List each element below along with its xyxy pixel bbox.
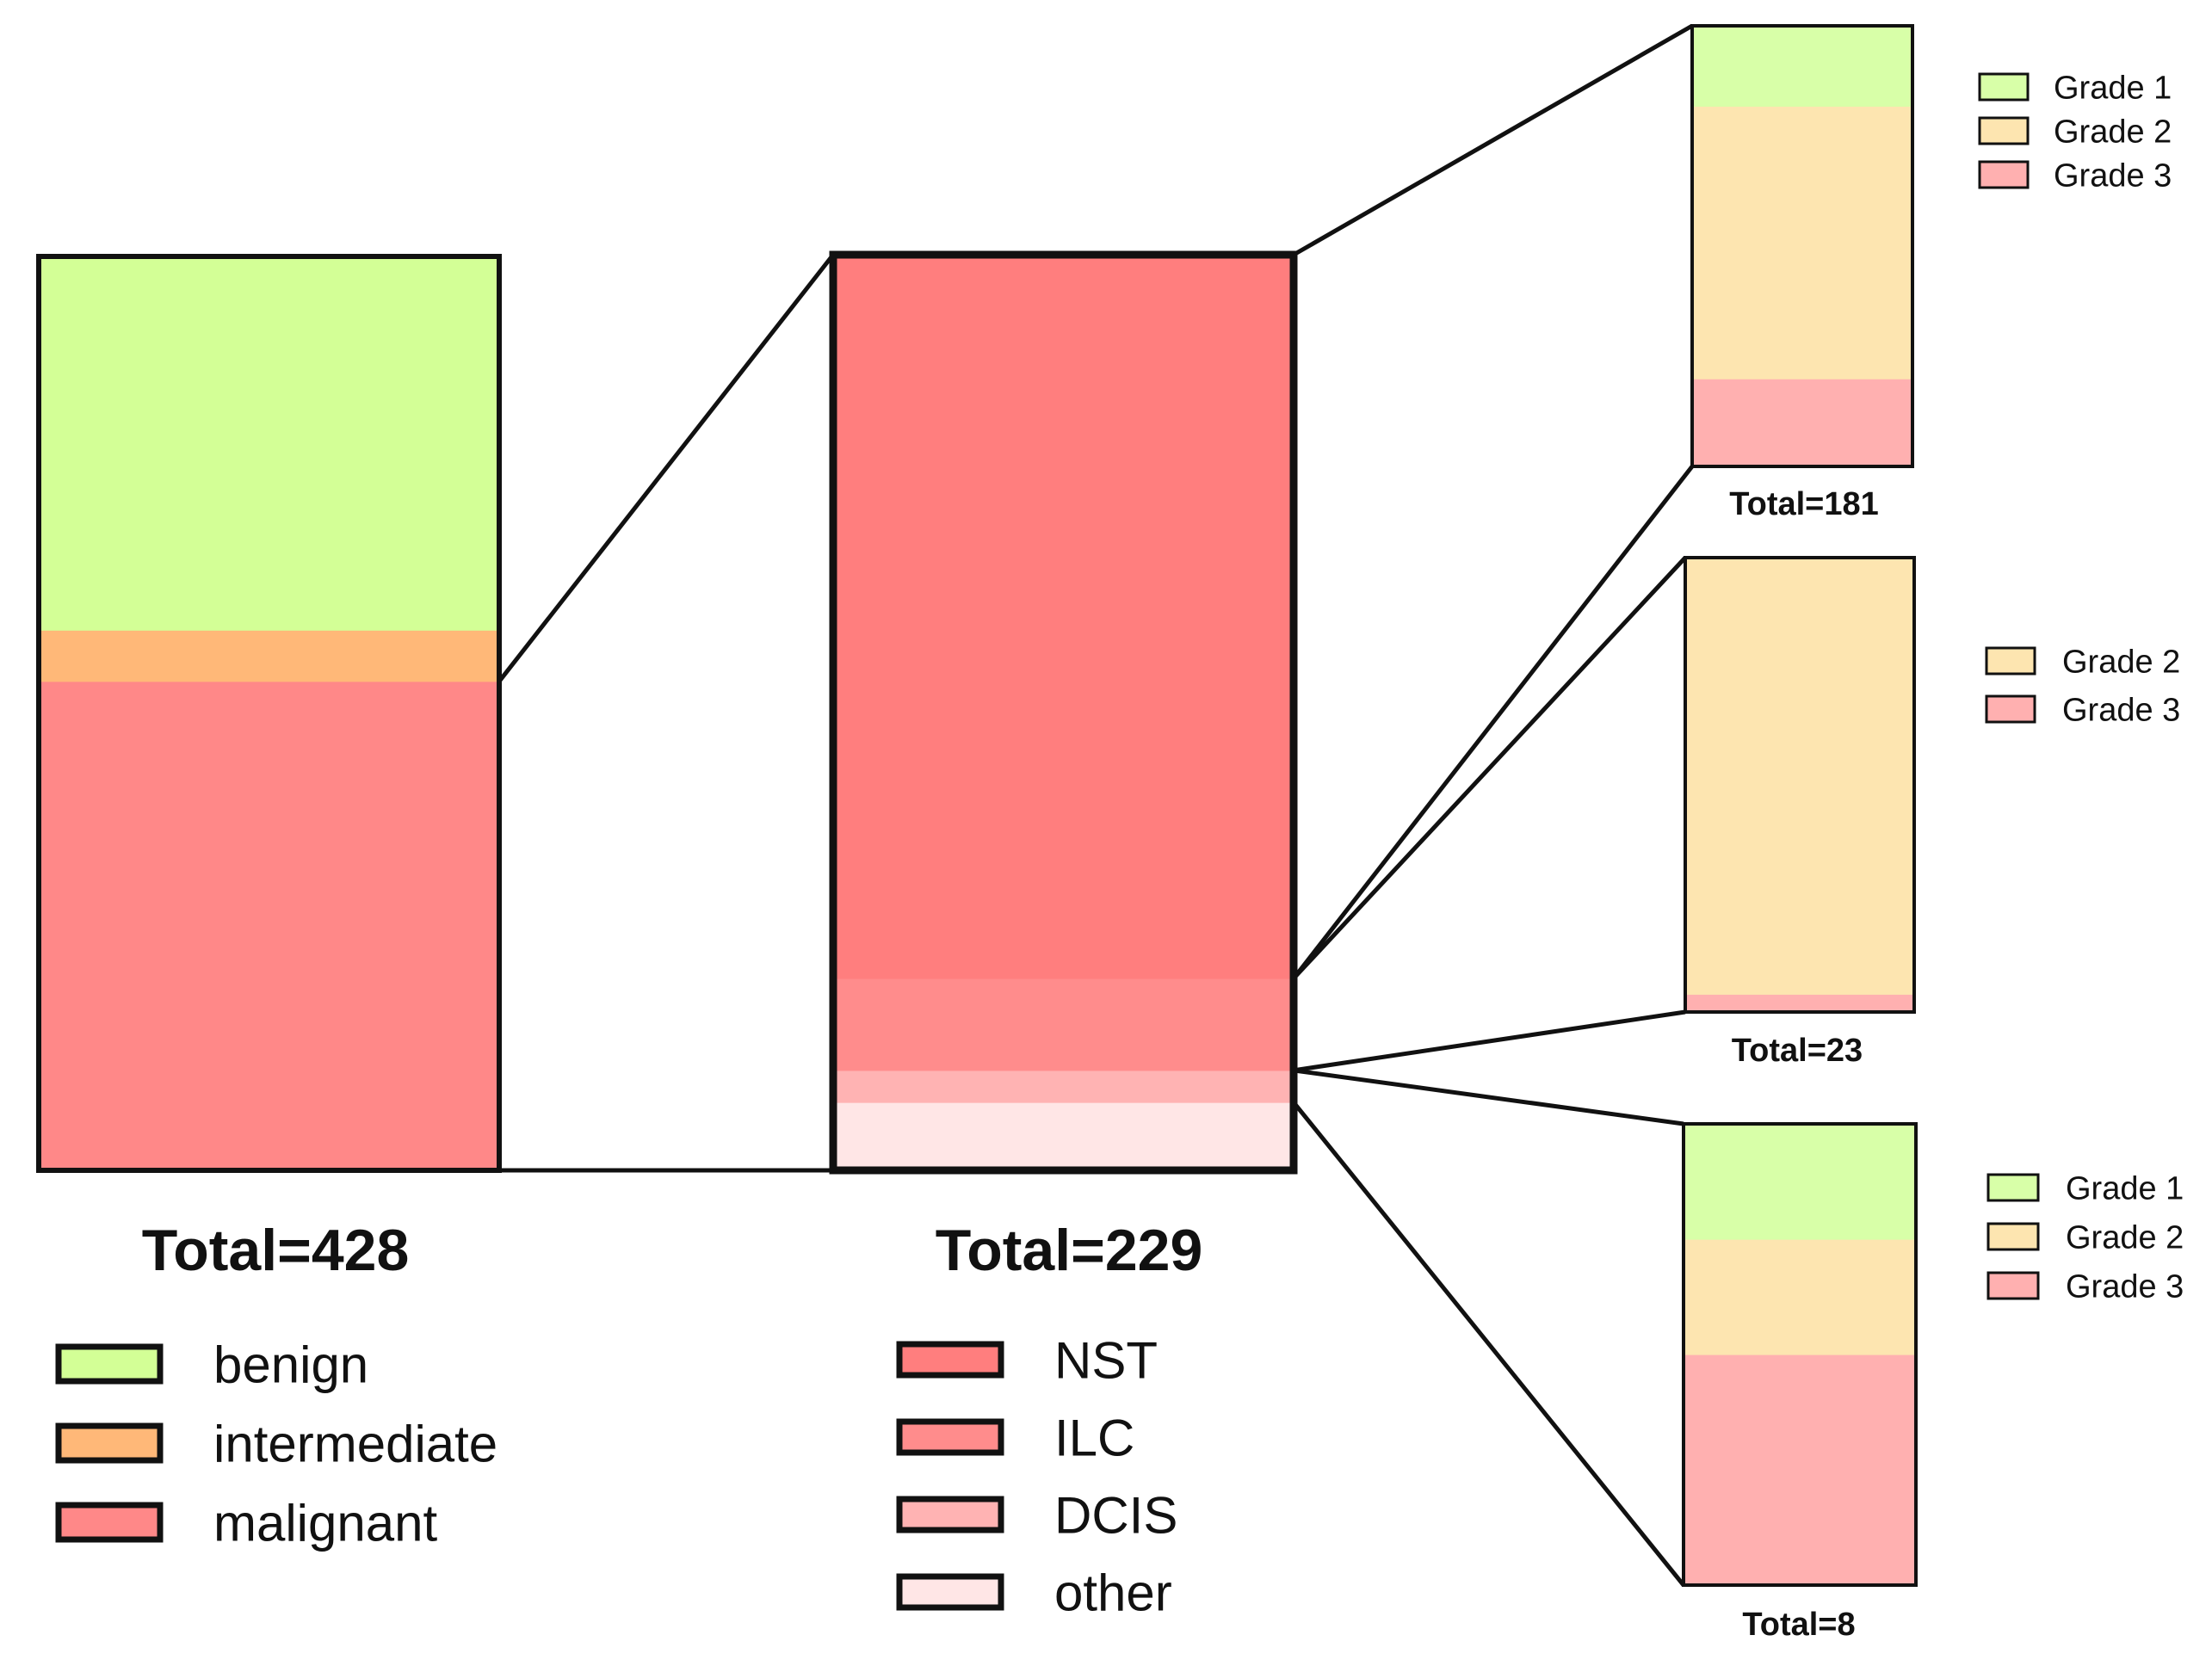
- bar-segment-dcis-grades-grade-2: [1684, 1239, 1916, 1355]
- legend-swatch-all-lesions-benign: [55, 1343, 164, 1385]
- bar-outline-malignant-breakdown: [829, 250, 1298, 1175]
- total-label-nst: Total=181: [1729, 486, 1879, 522]
- connector-nst-top: [1292, 23, 1694, 257]
- total-label-dcis: Total=8: [1742, 1607, 1855, 1643]
- legend-label-malignant-breakdown-nst: NST: [1054, 1332, 1158, 1390]
- stacked-bars: [39, 26, 1916, 1586]
- legend-label-malignant-breakdown-dcis: DCIS: [1054, 1487, 1177, 1545]
- legend-label-ilc-grades-grade-2: Grade 2: [2062, 645, 2180, 681]
- connector-lines: [497, 23, 1694, 1587]
- bar-segment-nst-grades-grade-2: [1692, 106, 1912, 379]
- bar-outline-all-lesions: [36, 254, 502, 1173]
- bar-outline-ilc-grades: [1684, 556, 1916, 1014]
- legend-swatch-all-lesions-intermediate: [55, 1422, 164, 1464]
- connector-nst-bottom: [1292, 465, 1694, 980]
- bar-segment-all-lesions-malignant: [39, 681, 499, 1171]
- total-label-malignant: Total=229: [936, 1218, 1203, 1283]
- bar-segment-malignant-breakdown-dcis: [833, 1070, 1294, 1103]
- legend-label-ilc-grades-grade-3: Grade 3: [2062, 693, 2180, 729]
- bar-segment-malignant-breakdown-ilc: [833, 978, 1294, 1071]
- bar-segment-nst-grades-grade-1: [1692, 26, 1912, 107]
- bar-segment-dcis-grades-grade-3: [1684, 1354, 1916, 1586]
- legend-label-dcis-grades-grade-2: Grade 2: [2066, 1220, 2184, 1256]
- connector-malignant-top: [497, 253, 835, 683]
- connector-ilc-bottom: [1293, 1009, 1686, 1073]
- legend-label-nst-grades-grade-1: Grade 1: [2054, 71, 2172, 107]
- legend-label-malignant-breakdown-ilc: ILC: [1054, 1410, 1134, 1467]
- legend-label-nst-grades-grade-2: Grade 2: [2054, 114, 2172, 151]
- legend-label-all-lesions-intermediate: intermediate: [213, 1416, 497, 1473]
- bar-outline-dcis-grades: [1682, 1122, 1918, 1587]
- legend-swatch-malignant-breakdown-ilc: [896, 1418, 1004, 1456]
- legend-label-malignant-breakdown-other: other: [1054, 1564, 1172, 1622]
- legend-swatch-nst-grades-grade-1: [1978, 72, 2030, 102]
- total-label-ilc: Total=23: [1732, 1033, 1863, 1069]
- legend-swatch-dcis-grades-grade-3: [1986, 1271, 2040, 1300]
- legend-label-nst-grades-grade-3: Grade 3: [2054, 158, 2172, 194]
- legend-label-all-lesions-benign: benign: [213, 1336, 368, 1394]
- legend-swatch-nst-grades-grade-3: [1978, 160, 2030, 189]
- bar-segment-malignant-breakdown-other: [833, 1102, 1294, 1171]
- legends: benign intermediate malignant NST ILC DCIS oth…: [55, 71, 2184, 1622]
- legend-swatch-ilc-grades-grade-3: [1985, 694, 2036, 724]
- connector-dcis-bottom: [1292, 1101, 1685, 1587]
- bar-segment-dcis-grades-grade-1: [1684, 1124, 1916, 1240]
- legend-swatch-all-lesions-malignant: [55, 1502, 164, 1543]
- legend-swatch-nst-grades-grade-2: [1978, 116, 2030, 145]
- legend-label-dcis-grades-grade-1: Grade 1: [2066, 1171, 2184, 1207]
- legend-swatch-dcis-grades-grade-2: [1986, 1222, 2040, 1251]
- legend-swatch-malignant-breakdown-other: [896, 1573, 1004, 1611]
- legend-swatch-malignant-breakdown-nst: [896, 1341, 1004, 1379]
- legend-swatch-malignant-breakdown-dcis: [896, 1496, 1004, 1533]
- total-label-all: Total=428: [142, 1218, 410, 1283]
- connector-dcis-top: [1293, 1068, 1684, 1126]
- legend-label-dcis-grades-grade-3: Grade 3: [2066, 1269, 2184, 1305]
- connector-ilc-top: [1292, 556, 1687, 980]
- legend-swatch-ilc-grades-grade-2: [1985, 646, 2036, 676]
- bar-outline-nst-grades: [1690, 24, 1914, 468]
- bar-segment-all-lesions-intermediate: [39, 630, 499, 682]
- legend-swatch-dcis-grades-grade-1: [1986, 1173, 2040, 1202]
- bar-segment-ilc-grades-grade-2: [1685, 558, 1914, 995]
- bar-segment-ilc-grades-grade-3: [1685, 994, 1914, 1013]
- bar-segment-nst-grades-grade-3: [1692, 379, 1912, 467]
- legend-label-all-lesions-malignant: malignant: [213, 1495, 437, 1552]
- bar-segment-all-lesions-benign: [39, 256, 499, 631]
- bar-outlines: [36, 24, 1918, 1587]
- bar-segment-malignant-breakdown-nst: [833, 255, 1294, 979]
